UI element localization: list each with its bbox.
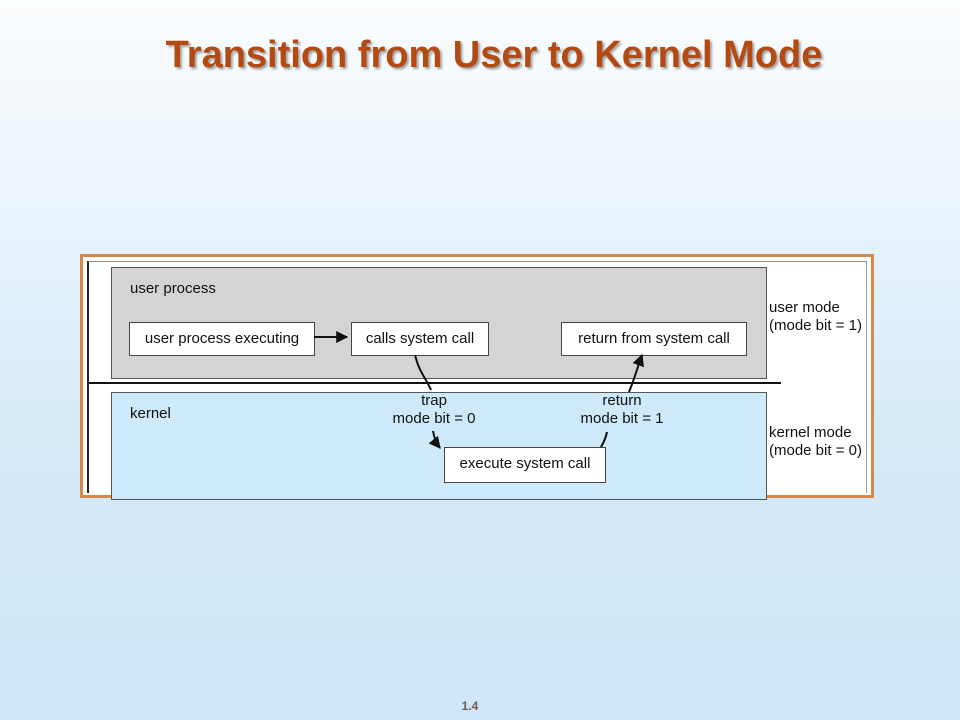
kernel-mode-text: kernel mode [769,424,852,441]
kernel-label: kernel [130,405,171,422]
trap-mode-bit-label: mode bit = 0 [392,410,476,427]
kernel-region: kernel execute system call [111,392,767,500]
slide-title: Transition from User to Kernel Mode [165,34,823,76]
user-mode-bit-text: (mode bit = 1) [769,317,862,334]
calls-system-call-box: calls system call [351,322,489,356]
trap-note: trap mode bit = 0 [379,392,489,428]
user-process-label: user process [130,280,216,297]
flow-arrows [314,331,644,449]
user-process-region: user process user process executing call… [111,267,767,379]
return-note: return mode bit = 1 [567,392,677,428]
execute-system-call-box: execute system call [444,447,606,483]
mode-divider-line [89,382,781,384]
return-mode-bit-label: mode bit = 1 [580,410,664,427]
arrow-return-to-user [628,353,644,393]
user-process-executing-box: user process executing [129,322,315,356]
arrow-return-from-kernel [600,431,608,448]
user-mode-label: user mode (mode bit = 1) [769,299,862,335]
arrow-trap [414,354,432,391]
kernel-mode-bit-text: (mode bit = 0) [769,442,862,459]
kernel-mode-label: kernel mode (mode bit = 0) [769,424,862,460]
diagram-canvas: user process user process executing call… [87,261,867,500]
return-label: return [602,392,642,409]
diagram-frame: user process user process executing call… [80,254,874,500]
trap-label: trap [421,392,447,409]
page-number: 1.4 [461,699,479,713]
user-mode-text: user mode [769,299,840,316]
return-from-system-call-box: return from system call [561,322,747,356]
arrow-trap-to-kernel [428,430,441,449]
